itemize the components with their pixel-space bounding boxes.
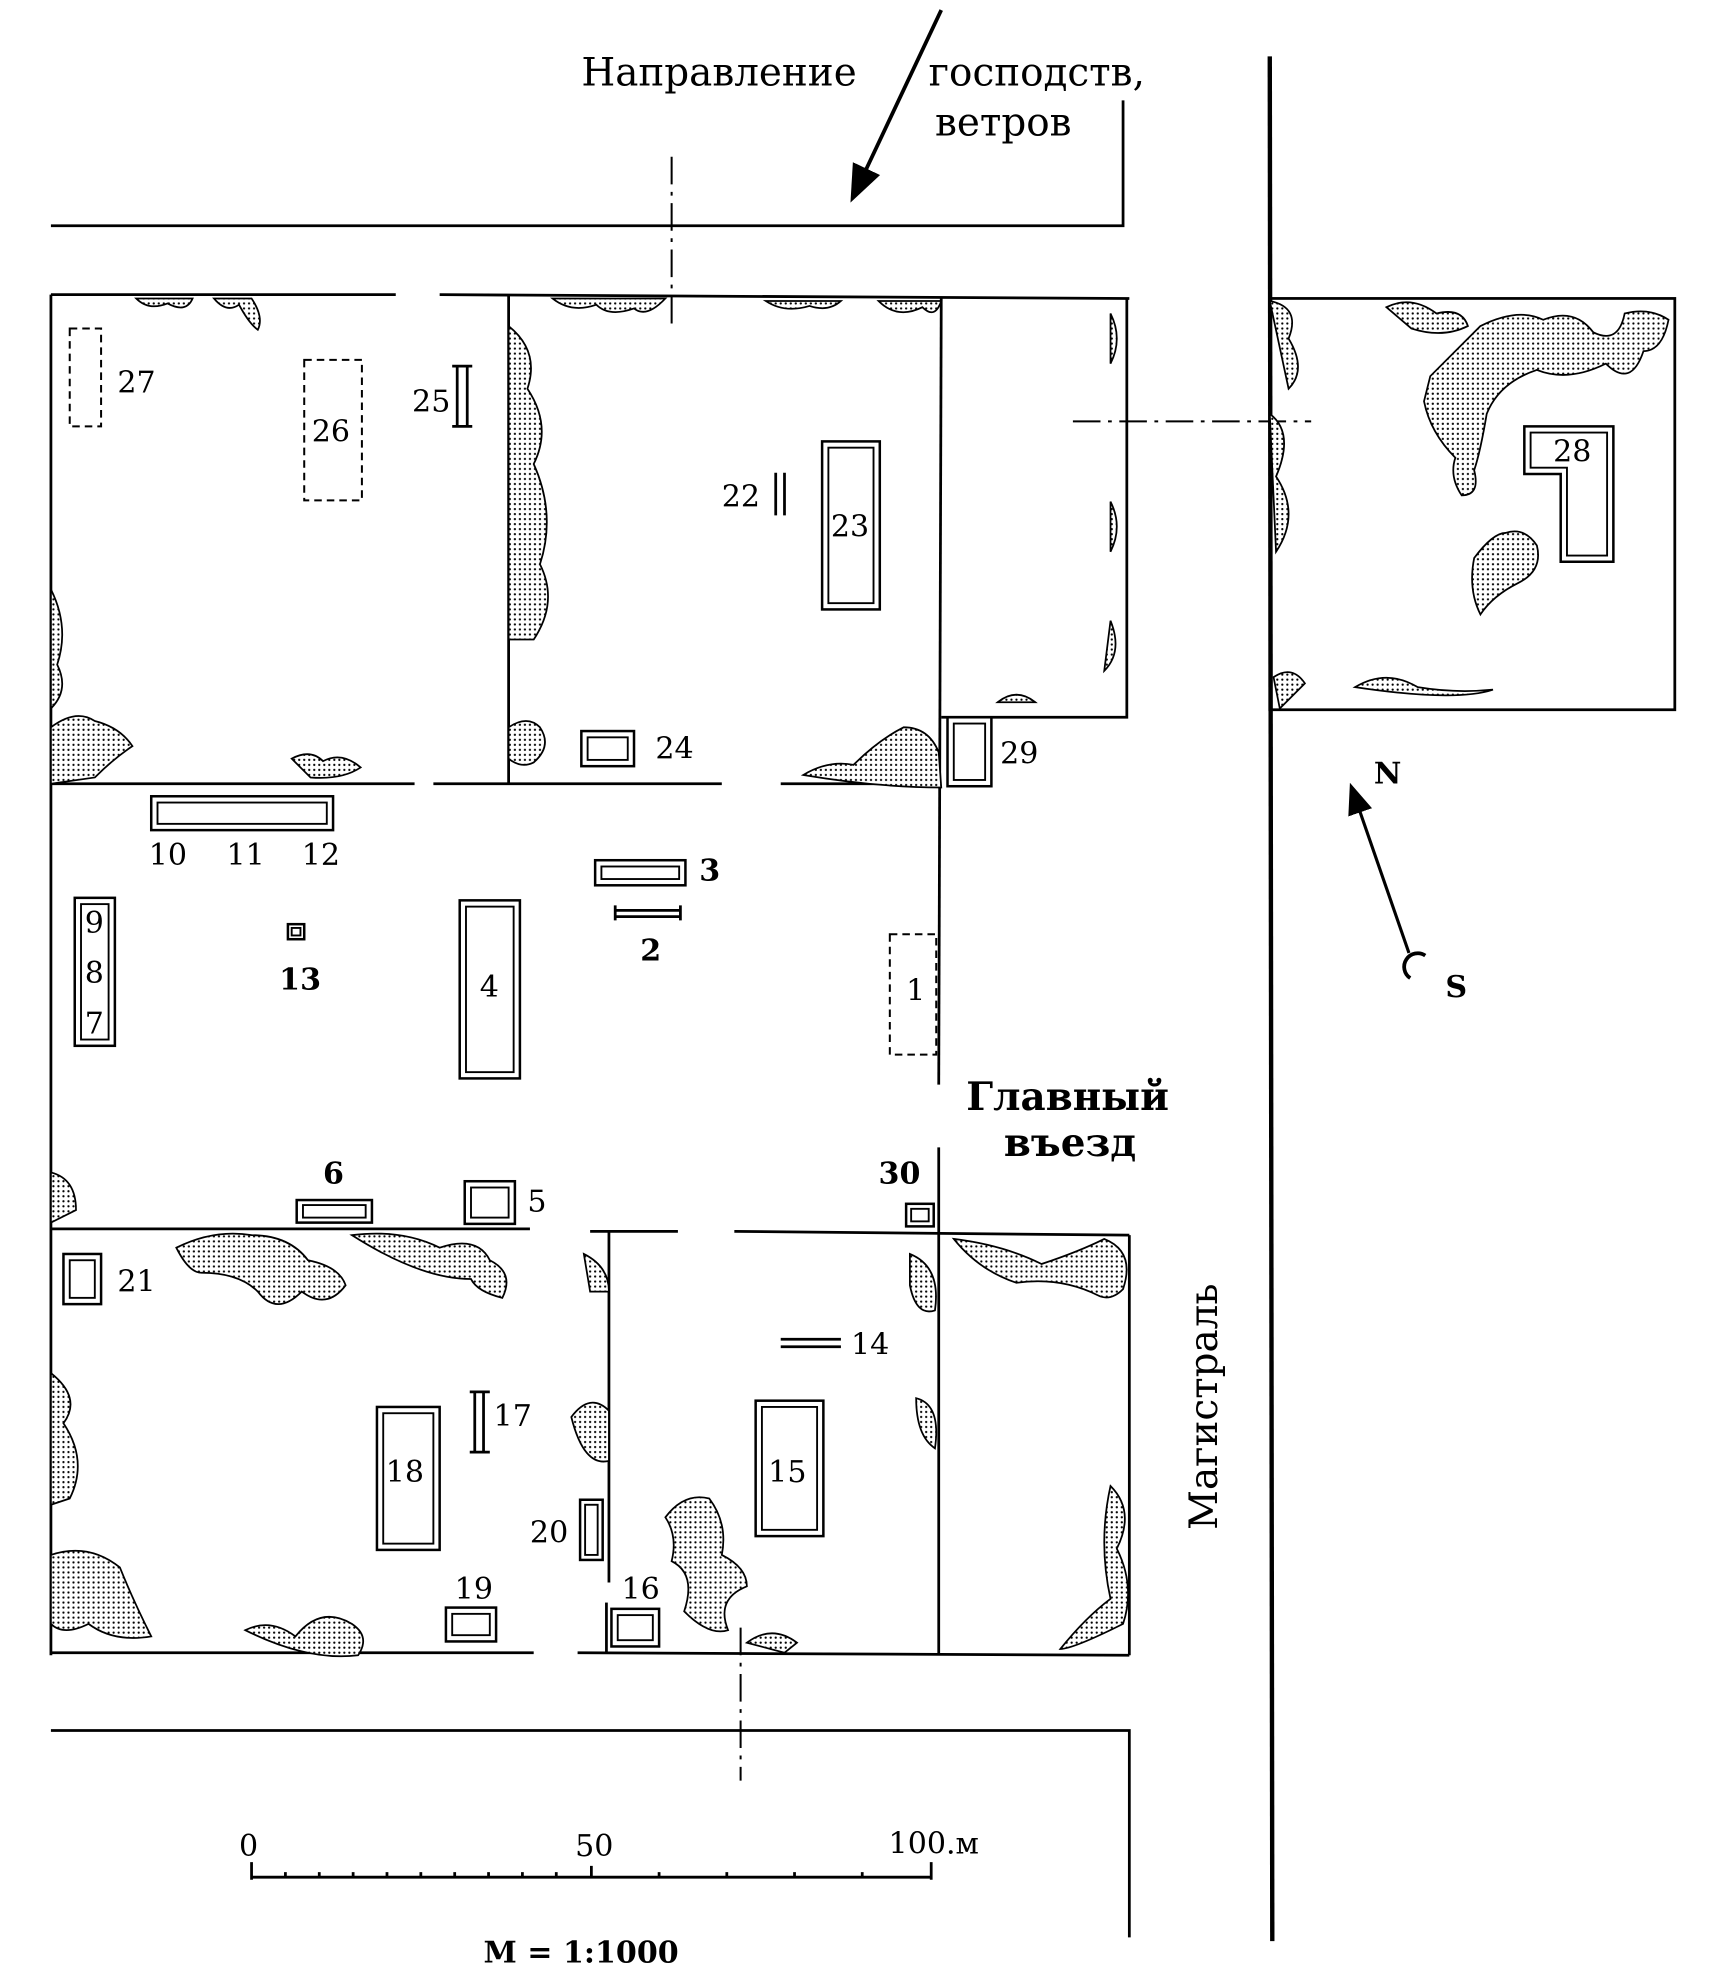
building-label: 17 — [494, 1399, 532, 1434]
building-20: 20 — [530, 1498, 604, 1562]
building-13: 13 — [279, 922, 321, 997]
building-19: 19 — [444, 1572, 498, 1643]
building-label: 6 — [323, 1157, 344, 1192]
building-label: 21 — [117, 1265, 155, 1300]
compass: N S — [1348, 757, 1467, 1005]
building-label: 12 — [302, 838, 340, 873]
highway-label: Магистраль — [1182, 1283, 1227, 1529]
building-label: 5 — [527, 1184, 546, 1219]
building-9-8-7: 9 8 7 — [73, 896, 117, 1048]
building-28: 28 — [1523, 425, 1615, 564]
building-10-11-12: 10 11 12 — [149, 795, 340, 873]
structure-25: 25 — [412, 364, 473, 428]
building-26: 26 — [303, 358, 363, 502]
compass-south-label: S — [1445, 970, 1467, 1005]
building-label: 23 — [831, 510, 869, 545]
building-label: 28 — [1553, 434, 1591, 469]
building-label: 13 — [279, 962, 321, 997]
wind-arrow-icon — [850, 9, 943, 203]
building-1: 1 — [888, 933, 938, 1056]
scale-tick-label: 0 — [239, 1829, 258, 1864]
north-arrow-icon — [1348, 782, 1411, 954]
building-15: 15 — [754, 1399, 825, 1538]
scale-tick-label: 50 — [575, 1829, 613, 1864]
building-23: 23 — [820, 440, 882, 611]
building-3: 3 — [593, 853, 720, 888]
building-5: 5 — [463, 1179, 547, 1226]
building-label: 19 — [455, 1572, 493, 1607]
structure-17: 17 — [469, 1390, 532, 1454]
building-label: 10 — [149, 838, 187, 873]
building-30: 30 — [879, 1157, 935, 1228]
wind-direction-label: Направление господств, ветров — [581, 50, 1145, 145]
scale-ratio-label: М = 1:1000 — [484, 1935, 679, 1970]
building-16: 16 — [605, 1572, 661, 1653]
compass-south-hook-icon — [1402, 951, 1427, 980]
building-label: 30 — [879, 1157, 921, 1192]
building-4: 4 — [458, 899, 522, 1080]
structure-14: 14 — [780, 1327, 889, 1362]
main-entrance-label: Главный въезд — [966, 1075, 1169, 1166]
structure-2: 2 — [613, 905, 682, 969]
entrance-label-line2: въезд — [1004, 1121, 1136, 1166]
roads — [50, 56, 1275, 1942]
scale-bar: 0 50 100.м М = 1:1000 — [239, 1826, 979, 1970]
building-label: 11 — [226, 838, 264, 873]
building-label: 8 — [85, 956, 104, 991]
compass-north-label: N — [1374, 757, 1402, 792]
wind-label-line1b: господств, — [929, 50, 1145, 95]
structure-22: 22 — [722, 472, 786, 516]
building-label: 16 — [621, 1572, 659, 1607]
building-label: 3 — [699, 853, 720, 888]
building-29: 29 — [946, 716, 1038, 788]
building-label: 4 — [480, 970, 499, 1005]
entrance-label-line1: Главный — [966, 1075, 1169, 1120]
building-label: 18 — [386, 1455, 424, 1490]
building-label: 14 — [851, 1327, 889, 1362]
scale-tick-label: 100.м — [889, 1826, 979, 1861]
building-label: 9 — [85, 906, 104, 941]
building-label: 26 — [312, 414, 350, 449]
vegetation-patches — [50, 297, 1670, 1658]
building-label: 24 — [655, 732, 693, 767]
building-label: 27 — [117, 365, 155, 400]
building-label: 7 — [85, 1006, 104, 1041]
building-label: 1 — [906, 974, 925, 1009]
building-label: 22 — [722, 480, 760, 515]
building-label: 29 — [1000, 737, 1038, 772]
building-label: 2 — [640, 934, 661, 969]
building-label: 25 — [412, 384, 450, 419]
building-18: 18 — [375, 1405, 441, 1552]
building-label: 20 — [530, 1515, 568, 1550]
building-24: 24 — [580, 729, 694, 768]
building-label: 15 — [768, 1455, 806, 1490]
building-21: 21 — [62, 1252, 156, 1306]
wind-label-line2: ветров — [935, 100, 1072, 145]
wind-label-line1a: Направление — [581, 50, 856, 95]
building-27: 27 — [68, 327, 156, 428]
building-6: 6 — [295, 1157, 374, 1224]
